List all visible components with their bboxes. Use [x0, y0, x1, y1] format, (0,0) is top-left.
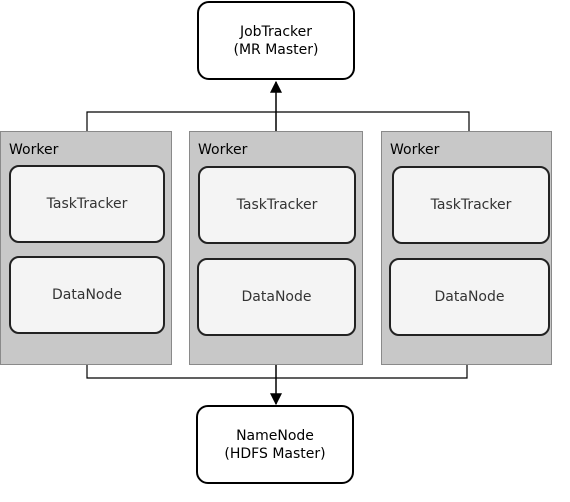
jobtracker-title: JobTracker	[239, 23, 313, 40]
jobtracker-subtitle: (MR Master)	[233, 41, 319, 58]
namenode-master-box: NameNode (HDFS Master)	[196, 405, 354, 484]
worker-panel-2: Worker TaskTracker DataNode	[189, 131, 363, 365]
tasktracker-node: TaskTracker	[9, 165, 165, 243]
tasktracker-node: TaskTracker	[198, 166, 356, 244]
datanode-node: DataNode	[9, 256, 165, 334]
datanode-node: DataNode	[197, 258, 356, 336]
worker-panel-1: Worker TaskTracker DataNode	[0, 131, 172, 365]
worker-panel-3: Worker TaskTracker DataNode	[381, 131, 552, 365]
worker-title: Worker	[198, 142, 248, 158]
namenode-title: NameNode	[236, 427, 314, 444]
worker-title: Worker	[390, 142, 440, 158]
namenode-subtitle: (HDFS Master)	[224, 445, 326, 462]
jobtracker-master-box: JobTracker (MR Master)	[197, 1, 355, 80]
worker-title: Worker	[9, 142, 59, 158]
tasktracker-node: TaskTracker	[392, 166, 550, 244]
datanode-node: DataNode	[389, 258, 550, 336]
